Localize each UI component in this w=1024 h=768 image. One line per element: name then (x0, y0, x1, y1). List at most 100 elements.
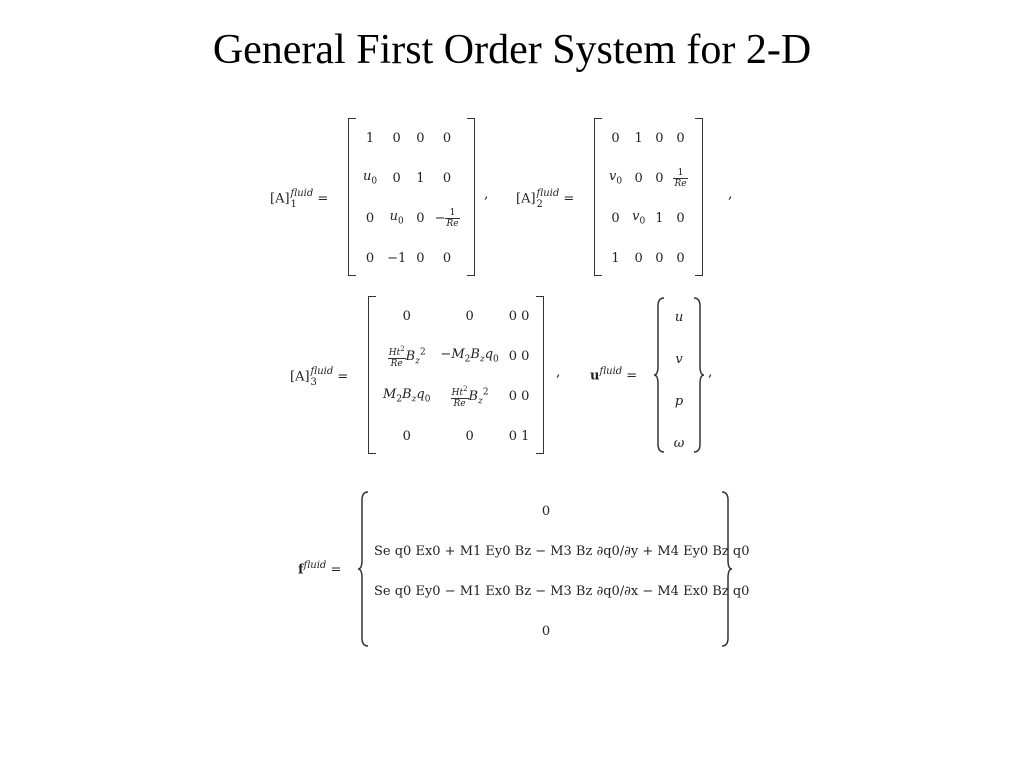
slide-title: General First Order System for 2-D (212, 27, 812, 73)
a1-symbol: [A] (270, 191, 290, 207)
a2-superscript: fluid (536, 188, 560, 199)
matrix-cell: v0 (632, 209, 646, 227)
matrix-cell: 0 (655, 170, 664, 186)
matrix-cell: 0 (465, 428, 474, 444)
matrix-row: 0 1 0 0 (604, 118, 693, 158)
matrix-cell: 0 1 (508, 428, 530, 444)
vector-u-equation: ufluid = u v p ω (590, 296, 720, 456)
matrix-cell: 1 (634, 130, 643, 146)
matrix-cell: 0 (676, 210, 685, 226)
matrix-cell: 0 (392, 130, 401, 146)
vector-entry: Se q0 Ex0 + M1 Ey0 Bz − M3 Bz ∂q0/∂y + M… (374, 544, 750, 559)
right-brace-icon (693, 297, 704, 453)
matrix-row: 0 0 0 0 (378, 296, 534, 336)
vector-f-equation: ffluid = 0 Se q0 Ex0 + M1 Ey0 Bz − M3 Bz… (298, 490, 750, 652)
matrix-cell: v0 (609, 169, 623, 187)
matrix-cell: 0 (655, 130, 664, 146)
matrix-cell: 0 (402, 308, 411, 324)
vector-u-label: ufluid = (590, 366, 638, 384)
matrix-cell: −M2Bzq0 (440, 347, 499, 365)
vector-entry: 0 (541, 504, 551, 519)
matrix-cell: u0 (389, 209, 404, 227)
vector-entry: u (674, 309, 684, 325)
matrix-cell: M2Bzq0 (383, 387, 431, 405)
matrix-cell: 0 0 (508, 348, 530, 364)
matrix-cell: 0 (392, 170, 401, 186)
matrix-row: 1 0 0 0 (358, 118, 465, 158)
matrix-cell: 0 (611, 130, 620, 146)
matrix-cell: 1 (416, 170, 425, 186)
vector-entry: p (674, 393, 684, 409)
matrix-cell: 1 (365, 130, 375, 146)
matrix-cell: u0 (363, 169, 378, 187)
matrix-cell: 0 (442, 130, 452, 146)
vector-u: u v p ω (666, 296, 692, 464)
matrix-cell: 0 (442, 250, 452, 266)
a1-superscript: fluid (290, 188, 314, 199)
matrix-row: u0 0 1 0 (358, 158, 465, 198)
f-symbol: f (298, 562, 304, 578)
u-superscript: fluid (599, 366, 623, 377)
matrix-row: 0 −1 0 0 (358, 238, 465, 278)
vector-entry: Se q0 Ey0 − M1 Ex0 Bz − M3 Bz ∂q0/∂x − M… (374, 584, 750, 599)
separator-comma: , (484, 186, 489, 202)
matrix-cell: 0 (402, 428, 411, 444)
a2-index: 2 (536, 199, 543, 210)
matrix-cell: 0 0 (508, 388, 530, 404)
matrix-cell: 0 (465, 308, 474, 324)
matrix-cell: 0 (416, 130, 425, 146)
right-brace-icon (721, 491, 732, 647)
vector-f-label: ffluid = (298, 560, 342, 578)
a2-symbol: [A] (516, 191, 536, 207)
vector-f: 0 Se q0 Ex0 + M1 Ey0 Bz − M3 Bz ∂q0/∂y +… (374, 492, 750, 652)
matrix-cell: 0 (365, 210, 375, 226)
separator-comma: , (708, 364, 713, 380)
matrix-row: 0 0 0 1 (378, 416, 534, 456)
a3-index: 3 (310, 377, 317, 388)
u-symbol: u (590, 368, 600, 384)
separator-comma: , (728, 186, 733, 202)
matrix-cell: 0 (365, 250, 375, 266)
matrix-cell: −1 (387, 250, 407, 266)
matrix-cell: 0 (611, 210, 620, 226)
matrix-cell: 0 (676, 130, 685, 146)
separator-comma: , (556, 364, 561, 380)
matrix-cell: 1 (611, 250, 620, 266)
left-brace-icon (654, 297, 665, 453)
matrix-cell: 0 (676, 250, 685, 266)
matrix-row: 0 v0 1 0 (604, 198, 693, 238)
f-superscript: fluid (303, 560, 327, 571)
matrix-cell: 0 (416, 210, 425, 226)
matrix-cell: 0 (655, 250, 664, 266)
vector-entry: 0 (541, 624, 551, 639)
a3-superscript: fluid (310, 366, 334, 377)
vector-entry: v (675, 351, 683, 367)
matrix-cell: 0 0 (508, 308, 530, 324)
matrix-cell: 0 (442, 170, 452, 186)
matrix-cell: 0 (416, 250, 425, 266)
matrix-row: 1 0 0 0 (604, 238, 693, 278)
matrix-cell: 0 (634, 170, 643, 186)
matrix-cell: 1 (655, 210, 664, 226)
vector-entry: ω (673, 435, 685, 451)
left-brace-icon (358, 491, 369, 647)
matrix-cell: 0 (634, 250, 643, 266)
a1-index: 1 (290, 199, 297, 210)
a3-symbol: [A] (290, 369, 310, 385)
